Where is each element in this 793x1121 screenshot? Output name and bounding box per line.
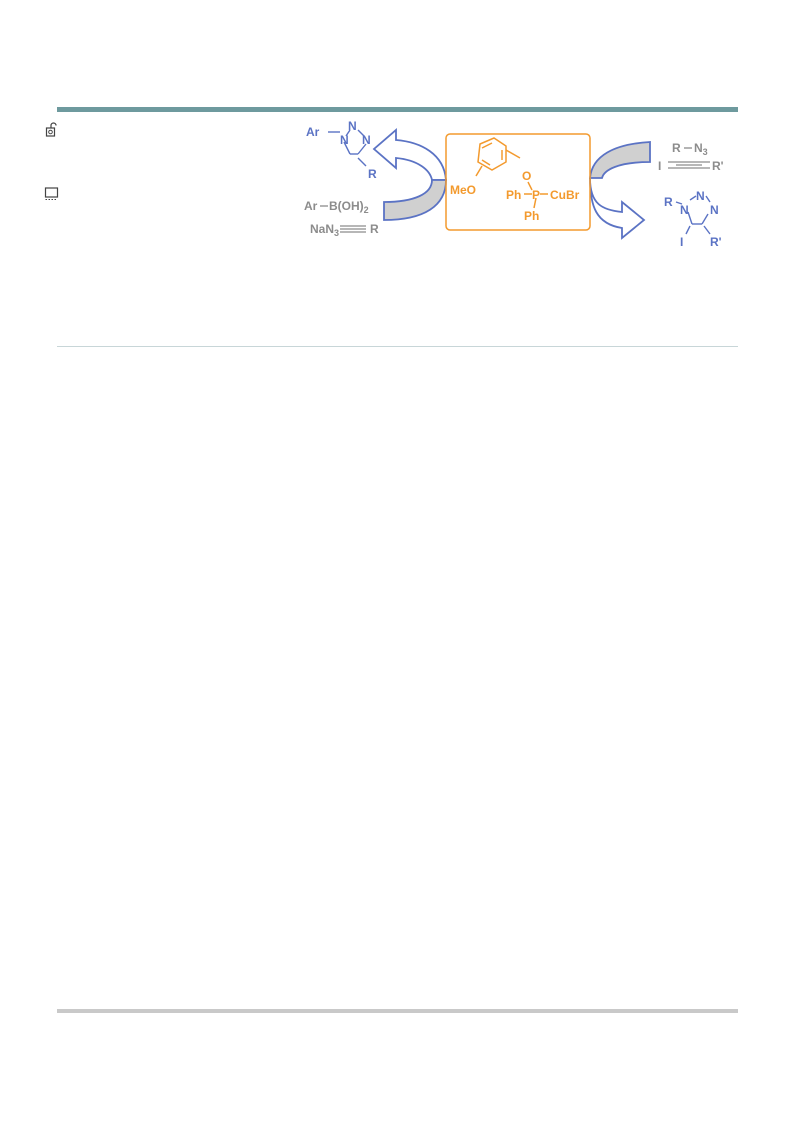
catalyst-ph-left: Ph: [506, 188, 521, 202]
right-product-n3: N: [710, 203, 719, 217]
left-reagent-nan3: NaN3: [310, 222, 339, 238]
catalyst-box: [445, 133, 591, 231]
section-divider: [57, 346, 738, 347]
right-reagent-r: R: [672, 141, 681, 155]
left-reagent-boronic: B(OH)2: [329, 199, 369, 215]
catalyst-meo: MeO: [450, 183, 476, 197]
comment-icon[interactable]: [44, 186, 60, 202]
left-curved-arrow: [372, 128, 447, 221]
right-reagent-i: I: [658, 159, 661, 173]
right-curved-arrow: [589, 141, 651, 240]
right-product-i: I: [680, 235, 683, 249]
catalyst-o: O: [522, 169, 531, 183]
left-alkyne-r: R: [370, 222, 379, 236]
right-product-n1: N: [680, 203, 689, 217]
right-product-rprime: R': [710, 235, 722, 249]
right-product-n2: N: [696, 189, 705, 203]
right-reagent-n3: N3: [694, 141, 708, 157]
reaction-scheme: O MeO Ph P CuBr Ph Ar N N N R Ar B(OH)2 …: [304, 119, 724, 249]
catalyst-ph-bottom: Ph: [524, 209, 539, 223]
catalyst-structure: [475, 137, 548, 209]
footer-rule: [57, 1009, 738, 1013]
open-access-lock-icon[interactable]: [44, 122, 60, 138]
catalyst-cubr: CuBr: [550, 188, 580, 202]
left-product-r: R: [368, 167, 377, 181]
left-product-ring: [328, 129, 367, 167]
right-alkyne: [668, 161, 710, 169]
left-reagent-ar: Ar: [304, 199, 318, 213]
left-product-n1: N: [340, 133, 349, 147]
catalyst-p: P: [532, 188, 540, 202]
left-product-n3: N: [362, 133, 371, 147]
left-product-n2: N: [348, 119, 357, 133]
header-rule: [57, 107, 738, 112]
right-product-r: R: [664, 195, 673, 209]
left-product-ar: Ar: [306, 125, 320, 139]
left-alkyne: [340, 225, 366, 233]
right-reagent-rprime: R': [712, 159, 724, 173]
right-product-ring: [675, 195, 711, 235]
